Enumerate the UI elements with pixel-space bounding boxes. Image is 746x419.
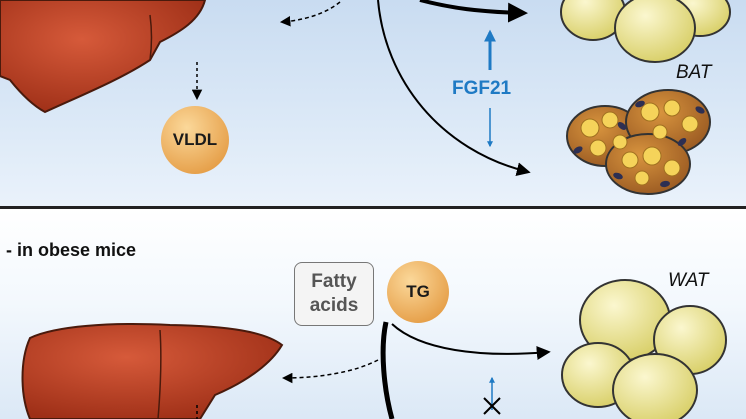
tg-circle (387, 261, 449, 323)
wat-adipocytes (561, 279, 727, 419)
top-curve-arrow-to-brown-fat (377, 0, 531, 177)
wat-label: WAT (668, 270, 709, 291)
fatty-acids-line-2: acids (309, 295, 359, 316)
brown-adipocytes (566, 89, 711, 195)
top-thick-arrow-to-bat (419, 0, 528, 23)
liver-bottom (21, 323, 284, 419)
bottom-arrow-to-wat (391, 323, 551, 360)
bottom-heading: - in obese mice (6, 240, 137, 260)
bottom-thick-curve (380, 321, 395, 419)
fgf21-label: FGF21 (452, 78, 512, 99)
tg-label: TG (406, 282, 430, 301)
block-x-icon (483, 397, 501, 415)
vldl-label: VLDL (172, 130, 218, 149)
vldl-circle (161, 106, 229, 174)
fatty-acids-line-1: Fatty (311, 271, 357, 292)
bottom-dashed-return-arrow (281, 359, 379, 384)
panel-divider (0, 206, 746, 209)
top-dashed-return-arrow (279, 1, 341, 27)
liver-top (0, 0, 207, 114)
bat-adipocytes (560, 0, 731, 63)
fatty-acids-box: Fatty acids (294, 262, 374, 326)
bat-label: BAT (676, 62, 712, 83)
